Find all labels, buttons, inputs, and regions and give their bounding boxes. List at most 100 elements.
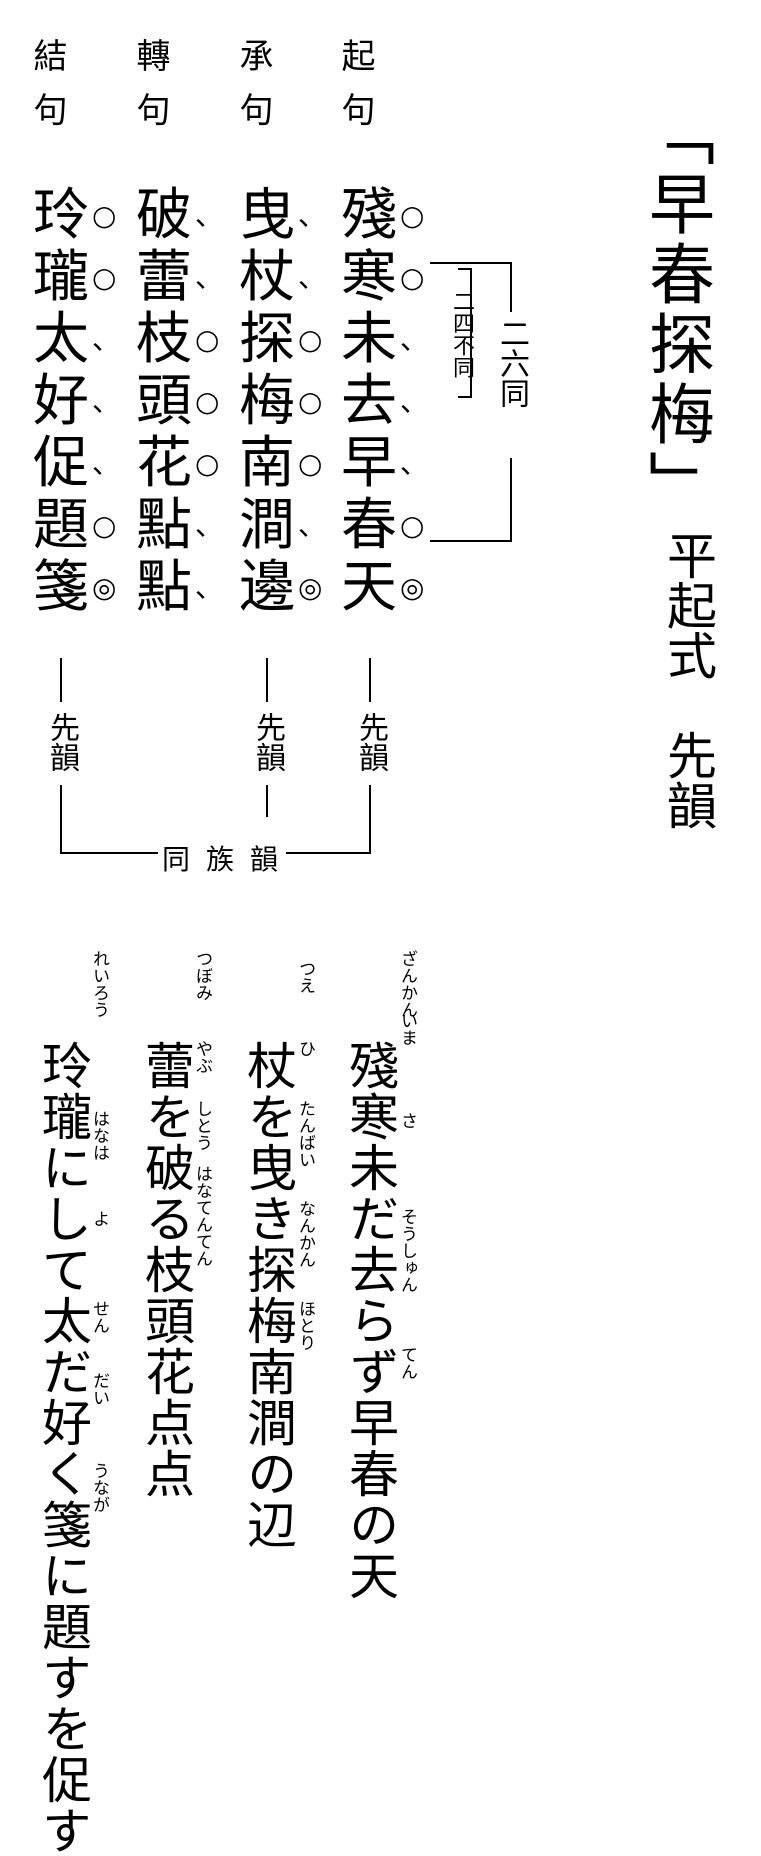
furigana-ketsu-1: れいろう bbox=[89, 950, 109, 1018]
furigana-ten-4: はなてんてん bbox=[192, 1165, 212, 1267]
poem-cell: 點、 bbox=[133, 495, 243, 557]
poem-cell: 杖、 bbox=[236, 247, 346, 309]
tone-mark: ◎ bbox=[400, 571, 425, 604]
poem-char: 好 bbox=[33, 369, 89, 434]
tone-mark: ○ bbox=[400, 199, 425, 232]
poem-char: 頭 bbox=[136, 369, 192, 434]
poem-cell: 點、 bbox=[133, 557, 243, 619]
tone-mark: ○ bbox=[195, 385, 220, 418]
tone-mark: 、 bbox=[92, 385, 121, 418]
poem-char: 探 bbox=[239, 307, 295, 372]
furigana-ten-2: やぶ bbox=[192, 1040, 212, 1074]
furigana-sho-3: たんばい bbox=[295, 1100, 315, 1168]
tone-mark: ○ bbox=[92, 509, 117, 542]
tone-mark: 、 bbox=[400, 323, 429, 356]
rhyme-ketsu-stem bbox=[60, 785, 62, 853]
poem-line-ki: 殘○寒○未、去、早、春○天◎ bbox=[338, 185, 448, 619]
poem-char: 點 bbox=[136, 493, 192, 558]
rhyme-sho-label: 先韻 bbox=[250, 712, 285, 772]
nishifudo-bracket-bottom bbox=[458, 396, 472, 398]
furigana-ki-3: さ bbox=[397, 1112, 417, 1129]
poem-cell: 邊◎ bbox=[236, 557, 346, 619]
poem-cell: 殘○ bbox=[338, 185, 448, 247]
tone-mark: 、 bbox=[92, 323, 121, 356]
label-ten: 轉句 bbox=[130, 38, 170, 146]
tone-mark: 、 bbox=[195, 199, 224, 232]
nishifudo-bracket-side bbox=[470, 268, 472, 398]
tone-mark: 、 bbox=[195, 571, 224, 604]
poem-char: 促 bbox=[33, 431, 89, 496]
poem-char: 杖 bbox=[239, 245, 295, 310]
poem-cell: 太、 bbox=[30, 309, 140, 371]
tone-mark: 、 bbox=[400, 385, 429, 418]
rhyme-sho-stem bbox=[266, 785, 268, 817]
poem-char: 梅 bbox=[239, 369, 295, 434]
poem-char: 南 bbox=[239, 431, 295, 496]
poem-char: 天 bbox=[341, 555, 397, 620]
tone-mark: ○ bbox=[92, 261, 117, 294]
poem-cell: 未、 bbox=[338, 309, 448, 371]
rhyme-sho-tick bbox=[266, 658, 268, 702]
poem-char: 玲 bbox=[33, 183, 89, 248]
furigana-ketsu-2: はなは bbox=[89, 1110, 109, 1161]
poem-cell: 箋◎ bbox=[30, 557, 140, 619]
furigana-ketsu-3: よ bbox=[89, 1210, 109, 1227]
poem-cell: 去、 bbox=[338, 371, 448, 433]
reading-ki: 殘寒未だ去らず早春の天 bbox=[341, 1040, 399, 1601]
dozoku-line-right bbox=[286, 852, 371, 854]
nishifudo-bracket-top bbox=[458, 268, 472, 270]
tone-mark: 、 bbox=[400, 447, 429, 480]
poem-cell: 頭○ bbox=[133, 371, 243, 433]
tone-mark: ○ bbox=[298, 323, 323, 356]
tone-mark: ○ bbox=[400, 261, 425, 294]
reading-sho: 杖を曳き探梅南澗の辺 bbox=[239, 1040, 297, 1550]
label-ki: 起句 bbox=[335, 38, 375, 146]
furigana-ki-2: いま bbox=[397, 1012, 417, 1046]
poem-cell: 春○ bbox=[338, 495, 448, 557]
reading-ketsu: 玲瓏にして太だ好く箋に題すを促す bbox=[34, 1040, 92, 1856]
dozoku-label: 同族韻 bbox=[162, 843, 295, 876]
poem-cell: 天◎ bbox=[338, 557, 448, 619]
rhyme-ketsu-label: 先韻 bbox=[44, 712, 79, 772]
nirokudo-bracket-upper bbox=[510, 262, 512, 312]
furigana-sho-4: なんかん bbox=[295, 1200, 315, 1268]
poem-cell: 花○ bbox=[133, 433, 243, 495]
poem-char: 箋 bbox=[33, 555, 89, 620]
furigana-sho-5: ほとり bbox=[295, 1300, 315, 1351]
furigana-ki-5: てん bbox=[397, 1346, 417, 1380]
tone-mark: ○ bbox=[195, 323, 220, 356]
poem-line-sho: 曳、杖、探○梅○南○澗、邊◎ bbox=[236, 185, 346, 619]
nirokudo-bracket-bottom bbox=[430, 540, 512, 542]
poem-char: 早 bbox=[341, 431, 397, 496]
furigana-ketsu-4: せん bbox=[89, 1300, 109, 1334]
rhyme-ki-stem bbox=[369, 785, 371, 853]
tone-mark: ○ bbox=[92, 199, 117, 232]
furigana-ketsu-5: だい bbox=[89, 1372, 109, 1406]
tone-mark: ◎ bbox=[298, 571, 323, 604]
rhyme-ki-label: 先韻 bbox=[353, 712, 388, 772]
poem-char: 太 bbox=[33, 307, 89, 372]
poem-cell: 枝○ bbox=[133, 309, 243, 371]
poem-cell: 好、 bbox=[30, 371, 140, 433]
poem-line-ten: 破、蕾、枝○頭○花○點、點、 bbox=[133, 185, 243, 619]
poem-cell: 促、 bbox=[30, 433, 140, 495]
tone-mark: 、 bbox=[92, 447, 121, 480]
tone-mark: ○ bbox=[298, 447, 323, 480]
subtitle: 平起式 先韻 bbox=[659, 530, 717, 830]
furigana-sho-1: つえ bbox=[295, 960, 315, 994]
poem-char: 花 bbox=[136, 431, 192, 496]
poem-cell: 早、 bbox=[338, 433, 448, 495]
dozoku-line-left bbox=[60, 852, 158, 854]
poem-cell: 澗、 bbox=[236, 495, 346, 557]
poem-cell: 破、 bbox=[133, 185, 243, 247]
furigana-ten-1: つぼみ bbox=[192, 950, 212, 1001]
poem-char: 曳 bbox=[239, 183, 295, 248]
furigana-ki-4: そうしゅん bbox=[397, 1208, 417, 1293]
poem-char: 春 bbox=[341, 493, 397, 558]
poem-cell: 南○ bbox=[236, 433, 346, 495]
poem-char: 點 bbox=[136, 555, 192, 620]
poem-cell: 玲○ bbox=[30, 185, 140, 247]
tone-mark: 、 bbox=[195, 509, 224, 542]
poem-char: 未 bbox=[341, 307, 397, 372]
poem-cell: 蕾、 bbox=[133, 247, 243, 309]
